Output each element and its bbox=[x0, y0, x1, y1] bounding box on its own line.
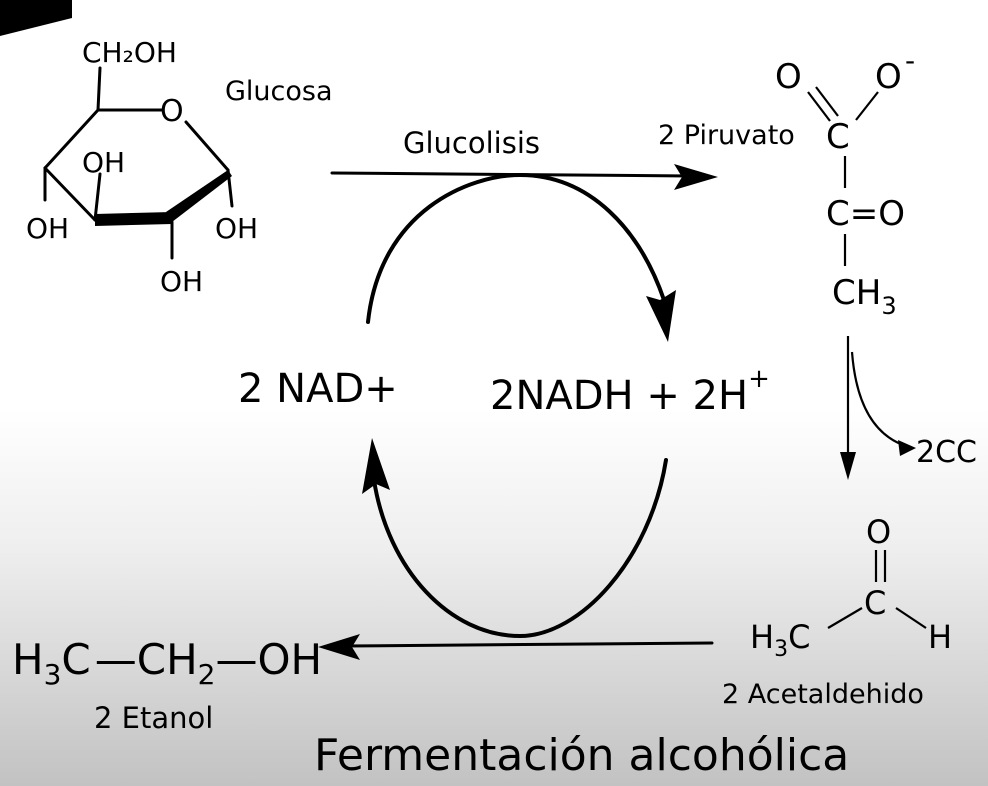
glycolysis-arrowhead bbox=[674, 164, 718, 190]
glucose-structure: CH₂OH O OH OH OH OH bbox=[26, 36, 258, 298]
nad-plus-label: 2 NAD+ bbox=[238, 366, 398, 412]
pyruvate-structure: 2 Piruvato C O O - C=O CH3 bbox=[658, 44, 915, 320]
co2-branch-curve bbox=[850, 351, 907, 448]
glucose-bold-bottom bbox=[95, 212, 172, 226]
pyruvate-oxygen-minus: O bbox=[875, 57, 902, 97]
acetaldehyde-structure: O C H H3C 2 Acetaldehido bbox=[722, 513, 952, 710]
glycolysis-label: Glucolisis bbox=[403, 126, 540, 160]
reduction-arrowhead bbox=[318, 634, 360, 660]
reduction-arrow-line bbox=[343, 641, 714, 648]
glucose-wedge-left bbox=[166, 170, 232, 222]
glucose-name-label: Glucosa bbox=[225, 76, 333, 107]
cycle-arc-bottom bbox=[372, 458, 668, 639]
cycle-arc-top bbox=[366, 172, 666, 324]
glucose-ch2oh-label: CH₂OH bbox=[82, 36, 177, 69]
pyruvate-minus-sign: - bbox=[905, 44, 915, 77]
pyruvate-oxygen-left: O bbox=[775, 57, 802, 97]
cycle-arrowhead-bottom bbox=[362, 438, 390, 494]
acetaldehyde-name-label: 2 Acetaldehido bbox=[722, 679, 924, 710]
ethanol-formula: H3C—CH2—OH bbox=[12, 635, 322, 691]
pyruvate-methyl: CH3 bbox=[832, 273, 897, 320]
diagram-title: Fermentación alcohólica bbox=[314, 730, 849, 781]
decarboxylation-arrowhead bbox=[840, 452, 856, 480]
glucose-oh-upper: OH bbox=[82, 146, 125, 179]
pyruvate-name-label: 2 Piruvato bbox=[658, 120, 795, 151]
pyruvate-keto-group: C=O bbox=[826, 194, 905, 234]
acetaldehyde-hydrogen: H bbox=[928, 618, 952, 656]
glucose-oh-bottom: OH bbox=[160, 265, 203, 298]
cycle-arrowhead-top bbox=[646, 290, 676, 342]
acetaldehyde-carbon: C bbox=[864, 584, 886, 622]
pyruvate-carboxyl-carbon: C bbox=[826, 117, 850, 157]
ethanol-structure: H3C—CH2—OH 2 Etanol bbox=[12, 635, 322, 735]
glucose-ring-oxygen: O bbox=[160, 94, 184, 129]
corner-tab bbox=[0, 0, 72, 36]
ethanol-name-label: 2 Etanol bbox=[94, 701, 213, 735]
glucose-oh-right: OH bbox=[215, 212, 258, 245]
co2-label: 2CC bbox=[916, 435, 977, 470]
acetaldehyde-oxygen: O bbox=[866, 513, 891, 551]
nadh-label: 2NADH + 2H+ bbox=[490, 364, 770, 419]
co2-branch-arrowhead bbox=[898, 440, 916, 456]
glucose-oh-left: OH bbox=[26, 212, 69, 245]
acetaldehyde-methyl: H3C bbox=[750, 618, 810, 662]
